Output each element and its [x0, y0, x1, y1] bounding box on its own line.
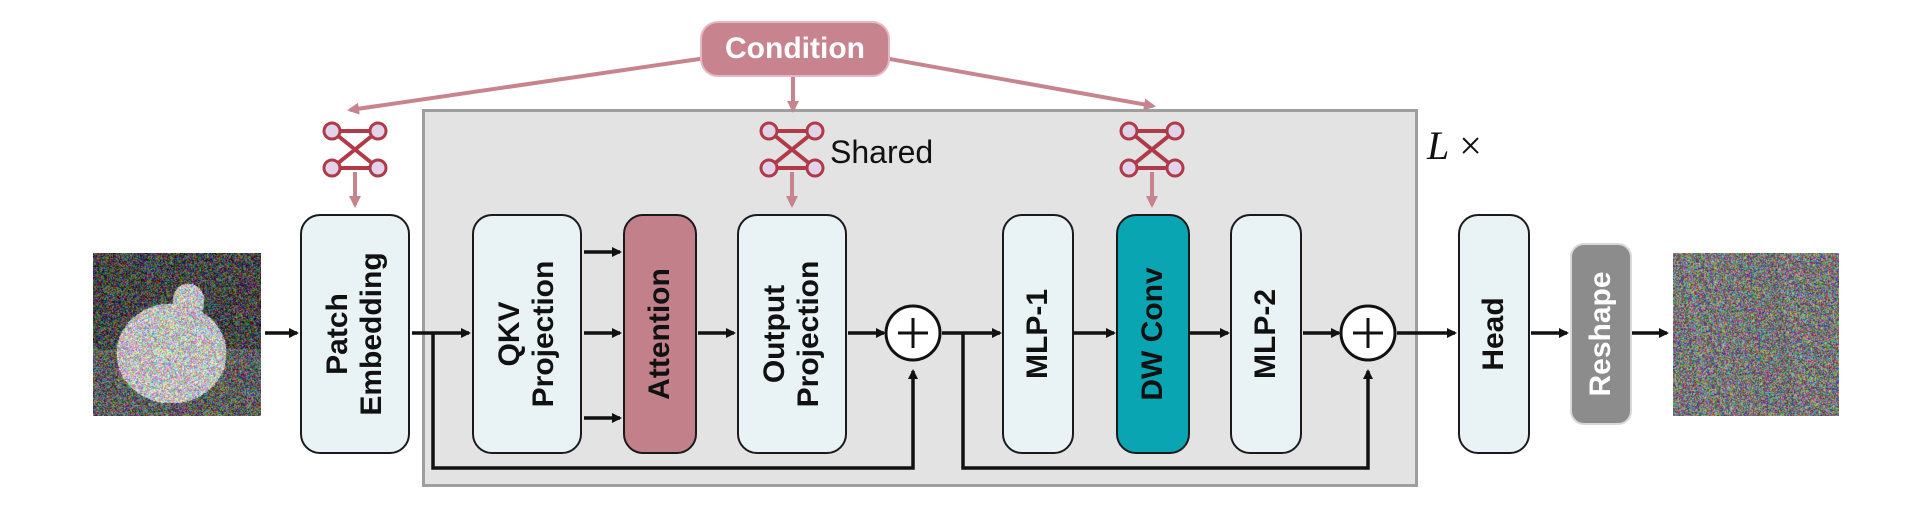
condition-label: Condition [700, 21, 890, 77]
condition-arrow-dwconv [883, 56, 1156, 111]
dw-conv-block: DW Conv [1116, 214, 1190, 454]
mlp2-label: MLP-2 [1249, 289, 1283, 379]
mlp1-line1: MLP-1 [1021, 289, 1054, 379]
head-label: Head [1477, 297, 1511, 370]
reshape-line1: Reshape [1584, 271, 1617, 397]
head-block: Head [1458, 214, 1530, 454]
attention-label: Attention [643, 268, 677, 400]
qkv-projection-label: QKV Projection [493, 261, 561, 408]
head-line1: Head [1477, 297, 1510, 371]
attention-line1: Attention [643, 268, 676, 400]
patch-embedding-block: Patch Embedding [300, 214, 410, 454]
condition-arrows [347, 56, 1156, 115]
condition-arrow-patch [347, 56, 707, 115]
adapter-icon [1119, 121, 1185, 178]
attention-block: Attention [623, 214, 697, 454]
qkv-projection-block: QKV Projection [472, 214, 582, 454]
output-projection-block: Output Projection [737, 214, 847, 454]
shared-label: Shared [830, 134, 934, 170]
residual-path-attention [431, 333, 918, 470]
patch-embedding-label: Patch Embedding [321, 252, 389, 415]
dw-conv-line1: DW Conv [1136, 267, 1169, 401]
repeat-symbol: L [1427, 123, 1450, 168]
mlp1-label: MLP-1 [1021, 289, 1055, 379]
patch-embedding-line2: Embedding [355, 252, 388, 416]
adapter-icon [322, 121, 388, 178]
repeat-times: × [1459, 123, 1482, 168]
reshape-label: Reshape [1584, 271, 1618, 396]
qkv-projection-line1: QKV [493, 301, 526, 367]
sum-icon [1339, 304, 1397, 362]
patch-embedding-line1: Patch [321, 293, 354, 375]
output-projection-line2: Projection [792, 260, 825, 408]
output-projection-line1: Output [758, 284, 791, 384]
mlp2-line1: MLP-2 [1249, 289, 1282, 379]
qkv-projection-line2: Projection [527, 260, 560, 408]
adapter-icon [759, 121, 825, 178]
reshape-block: Reshape [1570, 243, 1632, 425]
residual-path-mlp [961, 333, 1373, 470]
repeat-label: L × [1427, 122, 1482, 169]
output-projection-label: Output Projection [758, 261, 826, 408]
mlp1-block: MLP-1 [1002, 214, 1074, 454]
noisy-image [93, 253, 261, 416]
noise-output-image [1673, 253, 1839, 416]
dw-conv-label: DW Conv [1136, 267, 1170, 400]
mlp2-block: MLP-2 [1230, 214, 1302, 454]
sum-icon [884, 304, 942, 362]
